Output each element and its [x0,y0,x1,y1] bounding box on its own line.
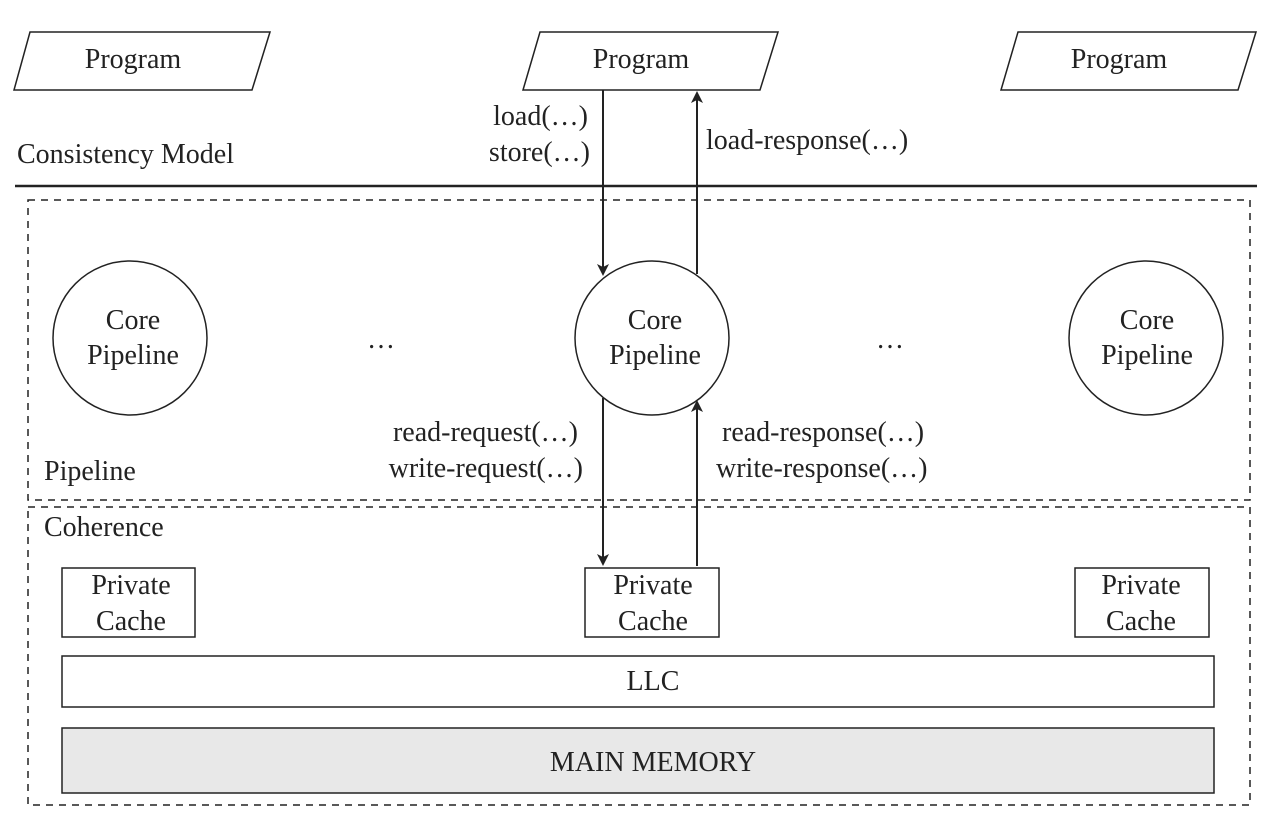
cache-right-line2: Cache [1106,606,1176,637]
program-right: Program [999,31,1258,91]
write-request-label: write-request(…) [389,453,583,484]
core-pipeline-center: Core Pipeline [574,260,730,416]
program-center-label: Program [593,44,690,75]
core-pipeline-left: Core Pipeline [52,260,208,416]
private-cache-right: Private Cache [1074,567,1210,638]
private-cache-center: Private Cache [584,567,720,638]
private-cache-left: Private Cache [61,567,196,638]
read-request-label: read-request(…) [393,417,578,448]
llc-label: LLC [627,666,680,697]
read-response-label: read-response(…) [722,417,924,448]
core-left-line2: Pipeline [87,340,179,371]
coherence-region [27,506,1251,806]
program-left-label: Program [85,44,182,75]
core-pipeline-right: Core Pipeline [1068,260,1224,416]
cache-right-line1: Private [1101,570,1180,601]
main-memory-label: MAIN MEMORY [550,747,756,778]
consistency-model-label: Consistency Model [17,139,234,170]
llc-box: LLC [61,655,1215,708]
load-request-label: load(…) [493,101,588,132]
load-response-label: load-response(…) [706,125,908,156]
pipeline-label: Pipeline [44,456,136,487]
store-request-label: store(…) [489,137,590,168]
core-right-line2: Pipeline [1101,340,1193,371]
cache-center-line2: Cache [618,606,688,637]
program-left: Program [13,31,272,91]
core-center-line2: Pipeline [609,340,701,371]
program-right-label: Program [1071,44,1168,75]
pipeline-region [27,199,1251,501]
cache-left-line1: Private [91,570,170,601]
write-response-label: write-response(…) [716,453,927,484]
core-left-line1: Core [106,305,160,336]
cache-left-line2: Cache [96,606,166,637]
ellipsis-right: … [876,324,904,355]
main-memory-box: MAIN MEMORY [61,727,1215,794]
core-center-line1: Core [628,305,682,336]
core-right-line1: Core [1120,305,1174,336]
program-center: Program [521,31,780,91]
coherence-label: Coherence [44,512,164,543]
ellipsis-left: … [367,324,395,355]
cache-center-line1: Private [613,570,692,601]
